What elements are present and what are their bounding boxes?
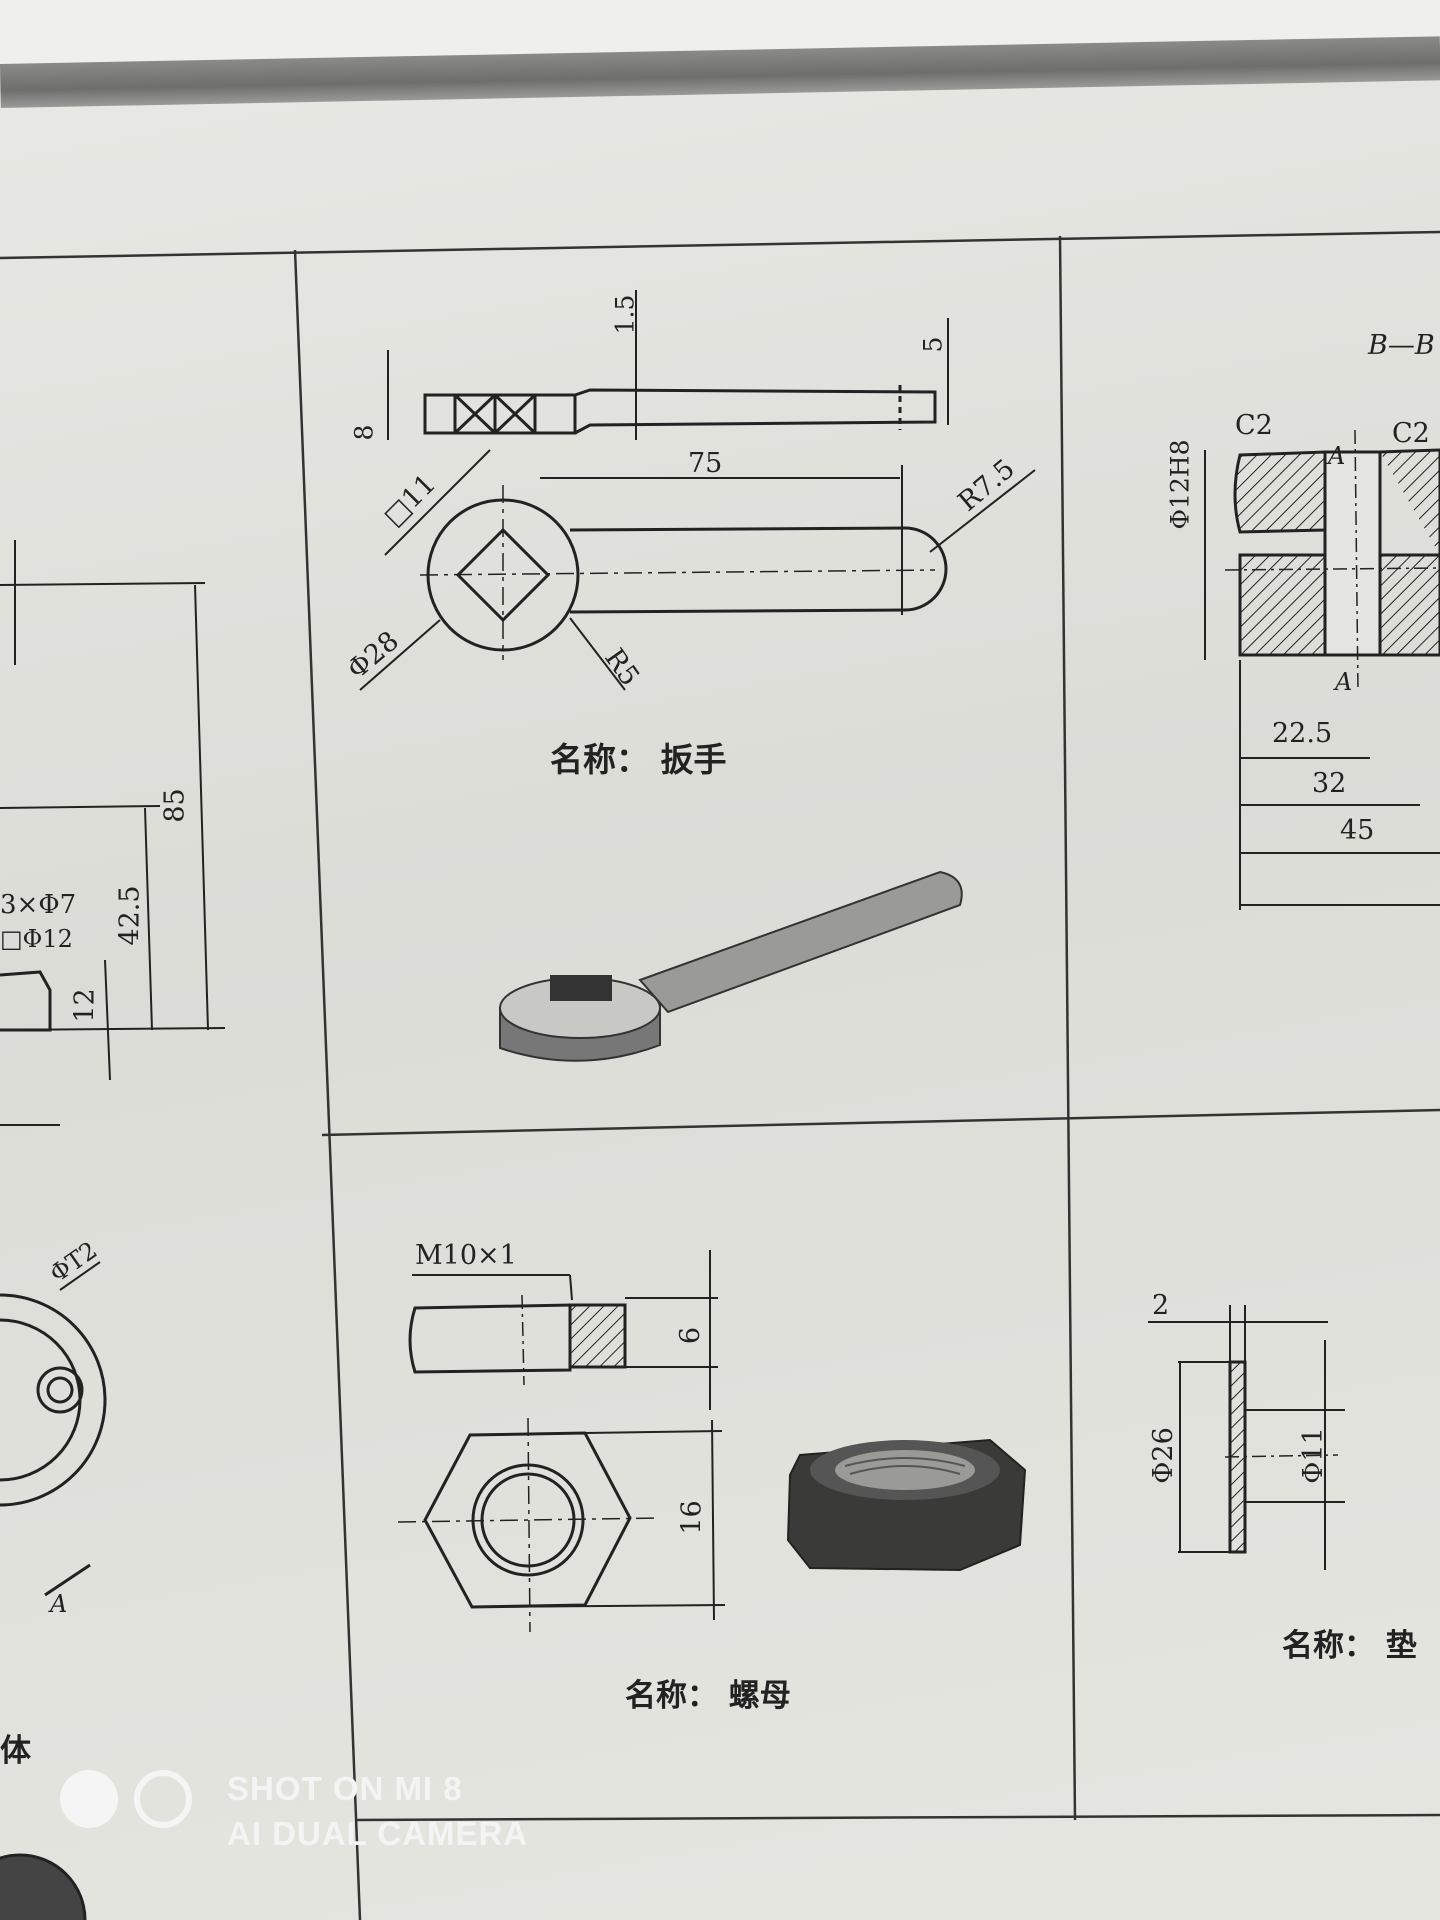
dim-body-42-5: 42.5 (114, 885, 146, 946)
dim-washer-inner: Φ11 (1297, 1427, 1329, 1484)
table-grid (0, 230, 1440, 1920)
dim-washer-outer: Φ26 (1147, 1427, 1179, 1484)
washer-drawing (1148, 1305, 1345, 1570)
watermark-line2: AI DUAL CAMERA (227, 1815, 529, 1852)
nut-name-label: 名称： 螺母 (625, 1678, 791, 1714)
dim-bushing-45: 45 (1340, 815, 1375, 846)
body-section-a: A (50, 1590, 68, 1618)
bushing-drawing (1204, 429, 1440, 910)
wrench-drawing (359, 290, 1036, 691)
camera-dot-ring-icon (134, 1770, 192, 1828)
dim-length: 75 (688, 448, 723, 479)
dim-nut-width: 16 (676, 1500, 708, 1535)
dim-body-85: 85 (159, 788, 191, 823)
wrench-isometric (499, 870, 963, 1062)
dim-nut-height: 6 (675, 1326, 707, 1345)
dim-washer-thick: 2 (1152, 1290, 1170, 1321)
dim-body-12: 12 (69, 988, 101, 1023)
dim-thick: 8 (349, 424, 379, 441)
nut-drawing (397, 1250, 726, 1633)
dim-bore: Φ12H8 (1165, 439, 1195, 530)
chamfer-left: C2 (1235, 410, 1273, 441)
body-drawing (0, 540, 226, 1920)
chamfer-right: C2 (1392, 418, 1430, 449)
bushing-section-label: B—B (1368, 330, 1435, 361)
dim-thread: M10×1 (415, 1240, 517, 1271)
dim-body-holes: 3×Φ7 (0, 890, 77, 920)
dim-bushing-22-5: 22.5 (1272, 718, 1333, 749)
dim-tip: 5 (918, 336, 948, 353)
watermark-line1: SHOT ON MI 8 (227, 1770, 463, 1807)
washer-name-label: 名称： 垫 (1282, 1628, 1417, 1664)
dim-body-square: □Φ12 (0, 925, 73, 953)
section-a-top: A (1328, 442, 1346, 470)
nut-isometric (786, 1438, 1027, 1572)
dim-notch: 1.5 (610, 294, 640, 335)
body-caption: 体 (0, 1733, 31, 1769)
dim-bushing-32: 32 (1312, 768, 1347, 799)
section-a-bottom: A (1335, 668, 1353, 696)
camera-dot-filled-icon (60, 1770, 118, 1828)
wrench-name-label: 名称： 扳手 (550, 740, 727, 779)
